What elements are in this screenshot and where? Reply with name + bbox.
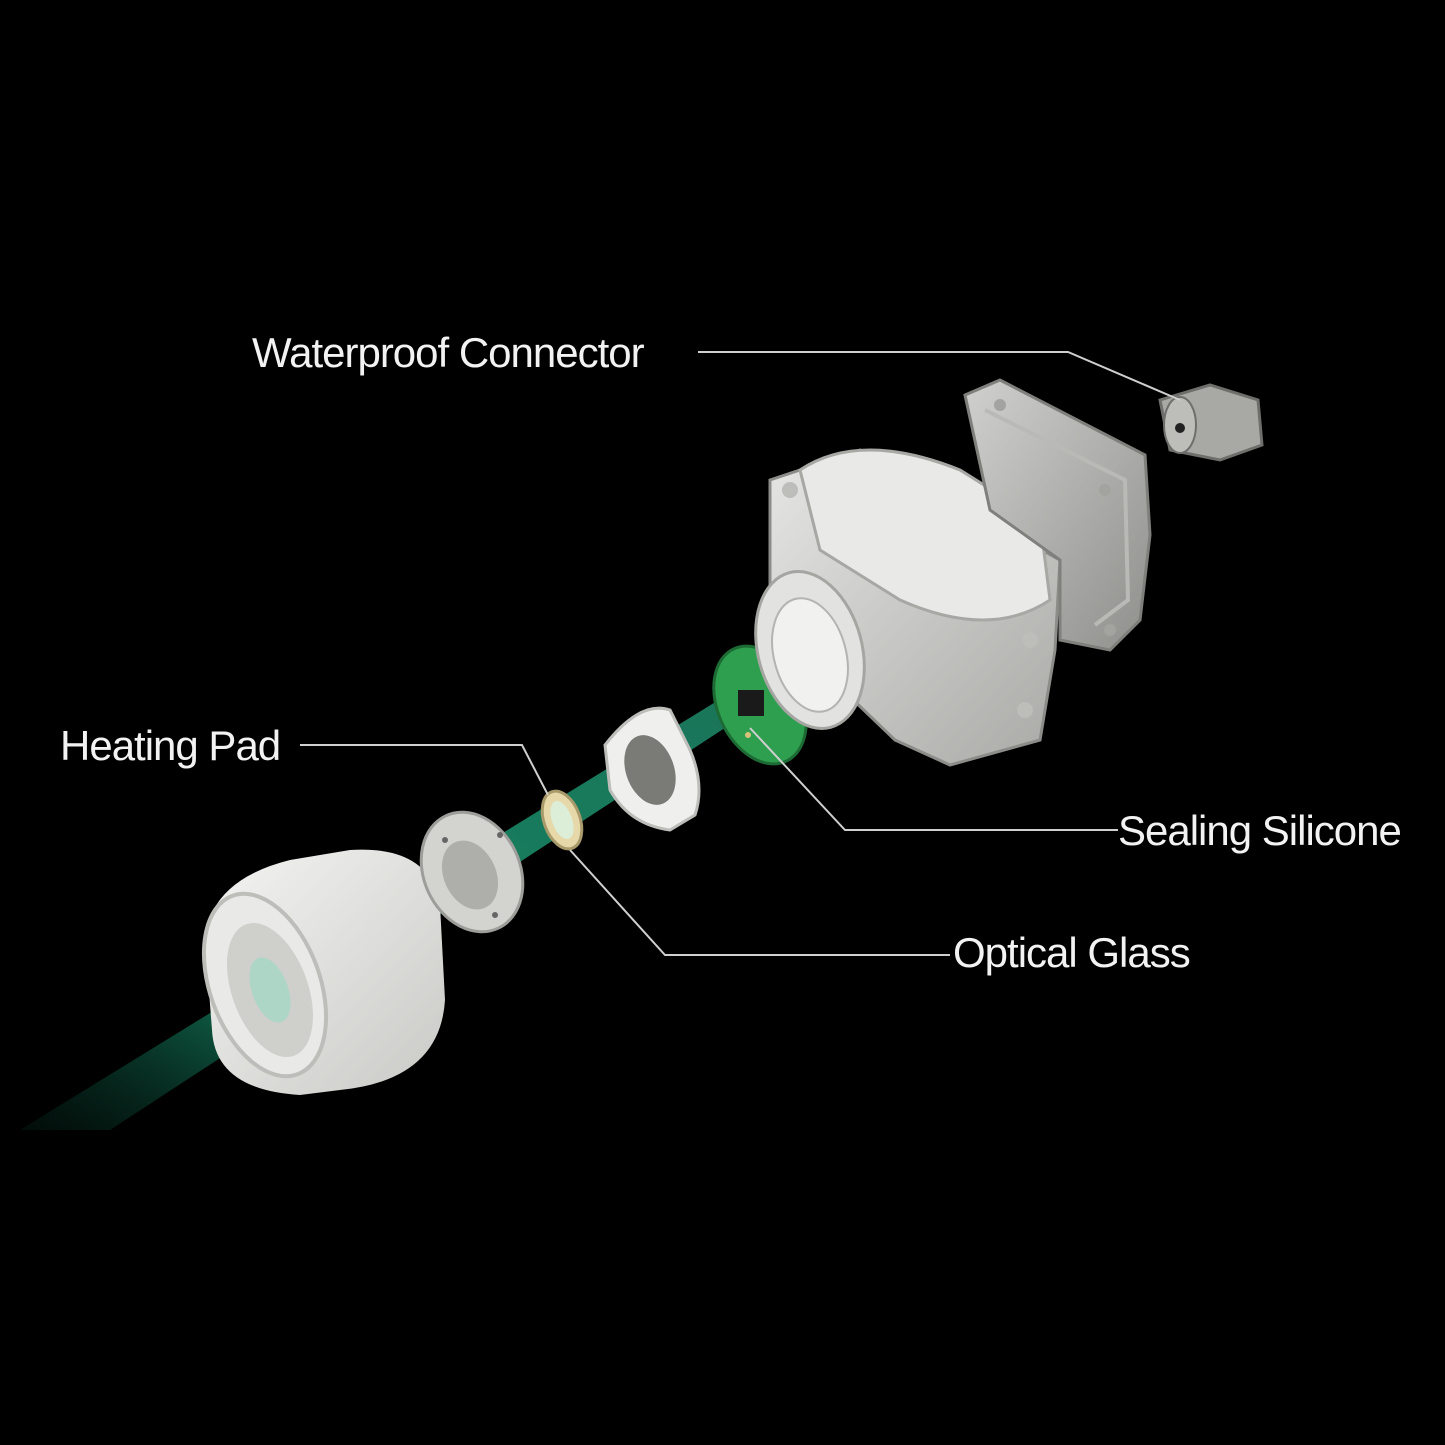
main-housing — [754, 448, 1062, 767]
lens-cap — [201, 849, 445, 1095]
label-waterproof-connector: Waterproof Connector — [252, 329, 645, 376]
leader-line-optical-glass — [569, 849, 950, 956]
back-box — [963, 378, 1152, 652]
leader-line-sealing-silicone — [749, 727, 1118, 831]
label-heating-pad: Heating Pad — [60, 722, 281, 769]
waterproof-connector-part — [1158, 383, 1264, 462]
optical-glass-disk — [540, 789, 584, 851]
leader-line-heating-pad — [300, 744, 549, 796]
heating-pad-ring — [603, 706, 701, 832]
label-optical-glass: Optical Glass — [953, 929, 1191, 976]
leader-line-waterproof-connector — [698, 351, 1181, 401]
label-sealing-silicone: Sealing Silicone — [1118, 807, 1402, 854]
front-flange — [419, 810, 525, 934]
leader-lines — [300, 351, 1181, 956]
